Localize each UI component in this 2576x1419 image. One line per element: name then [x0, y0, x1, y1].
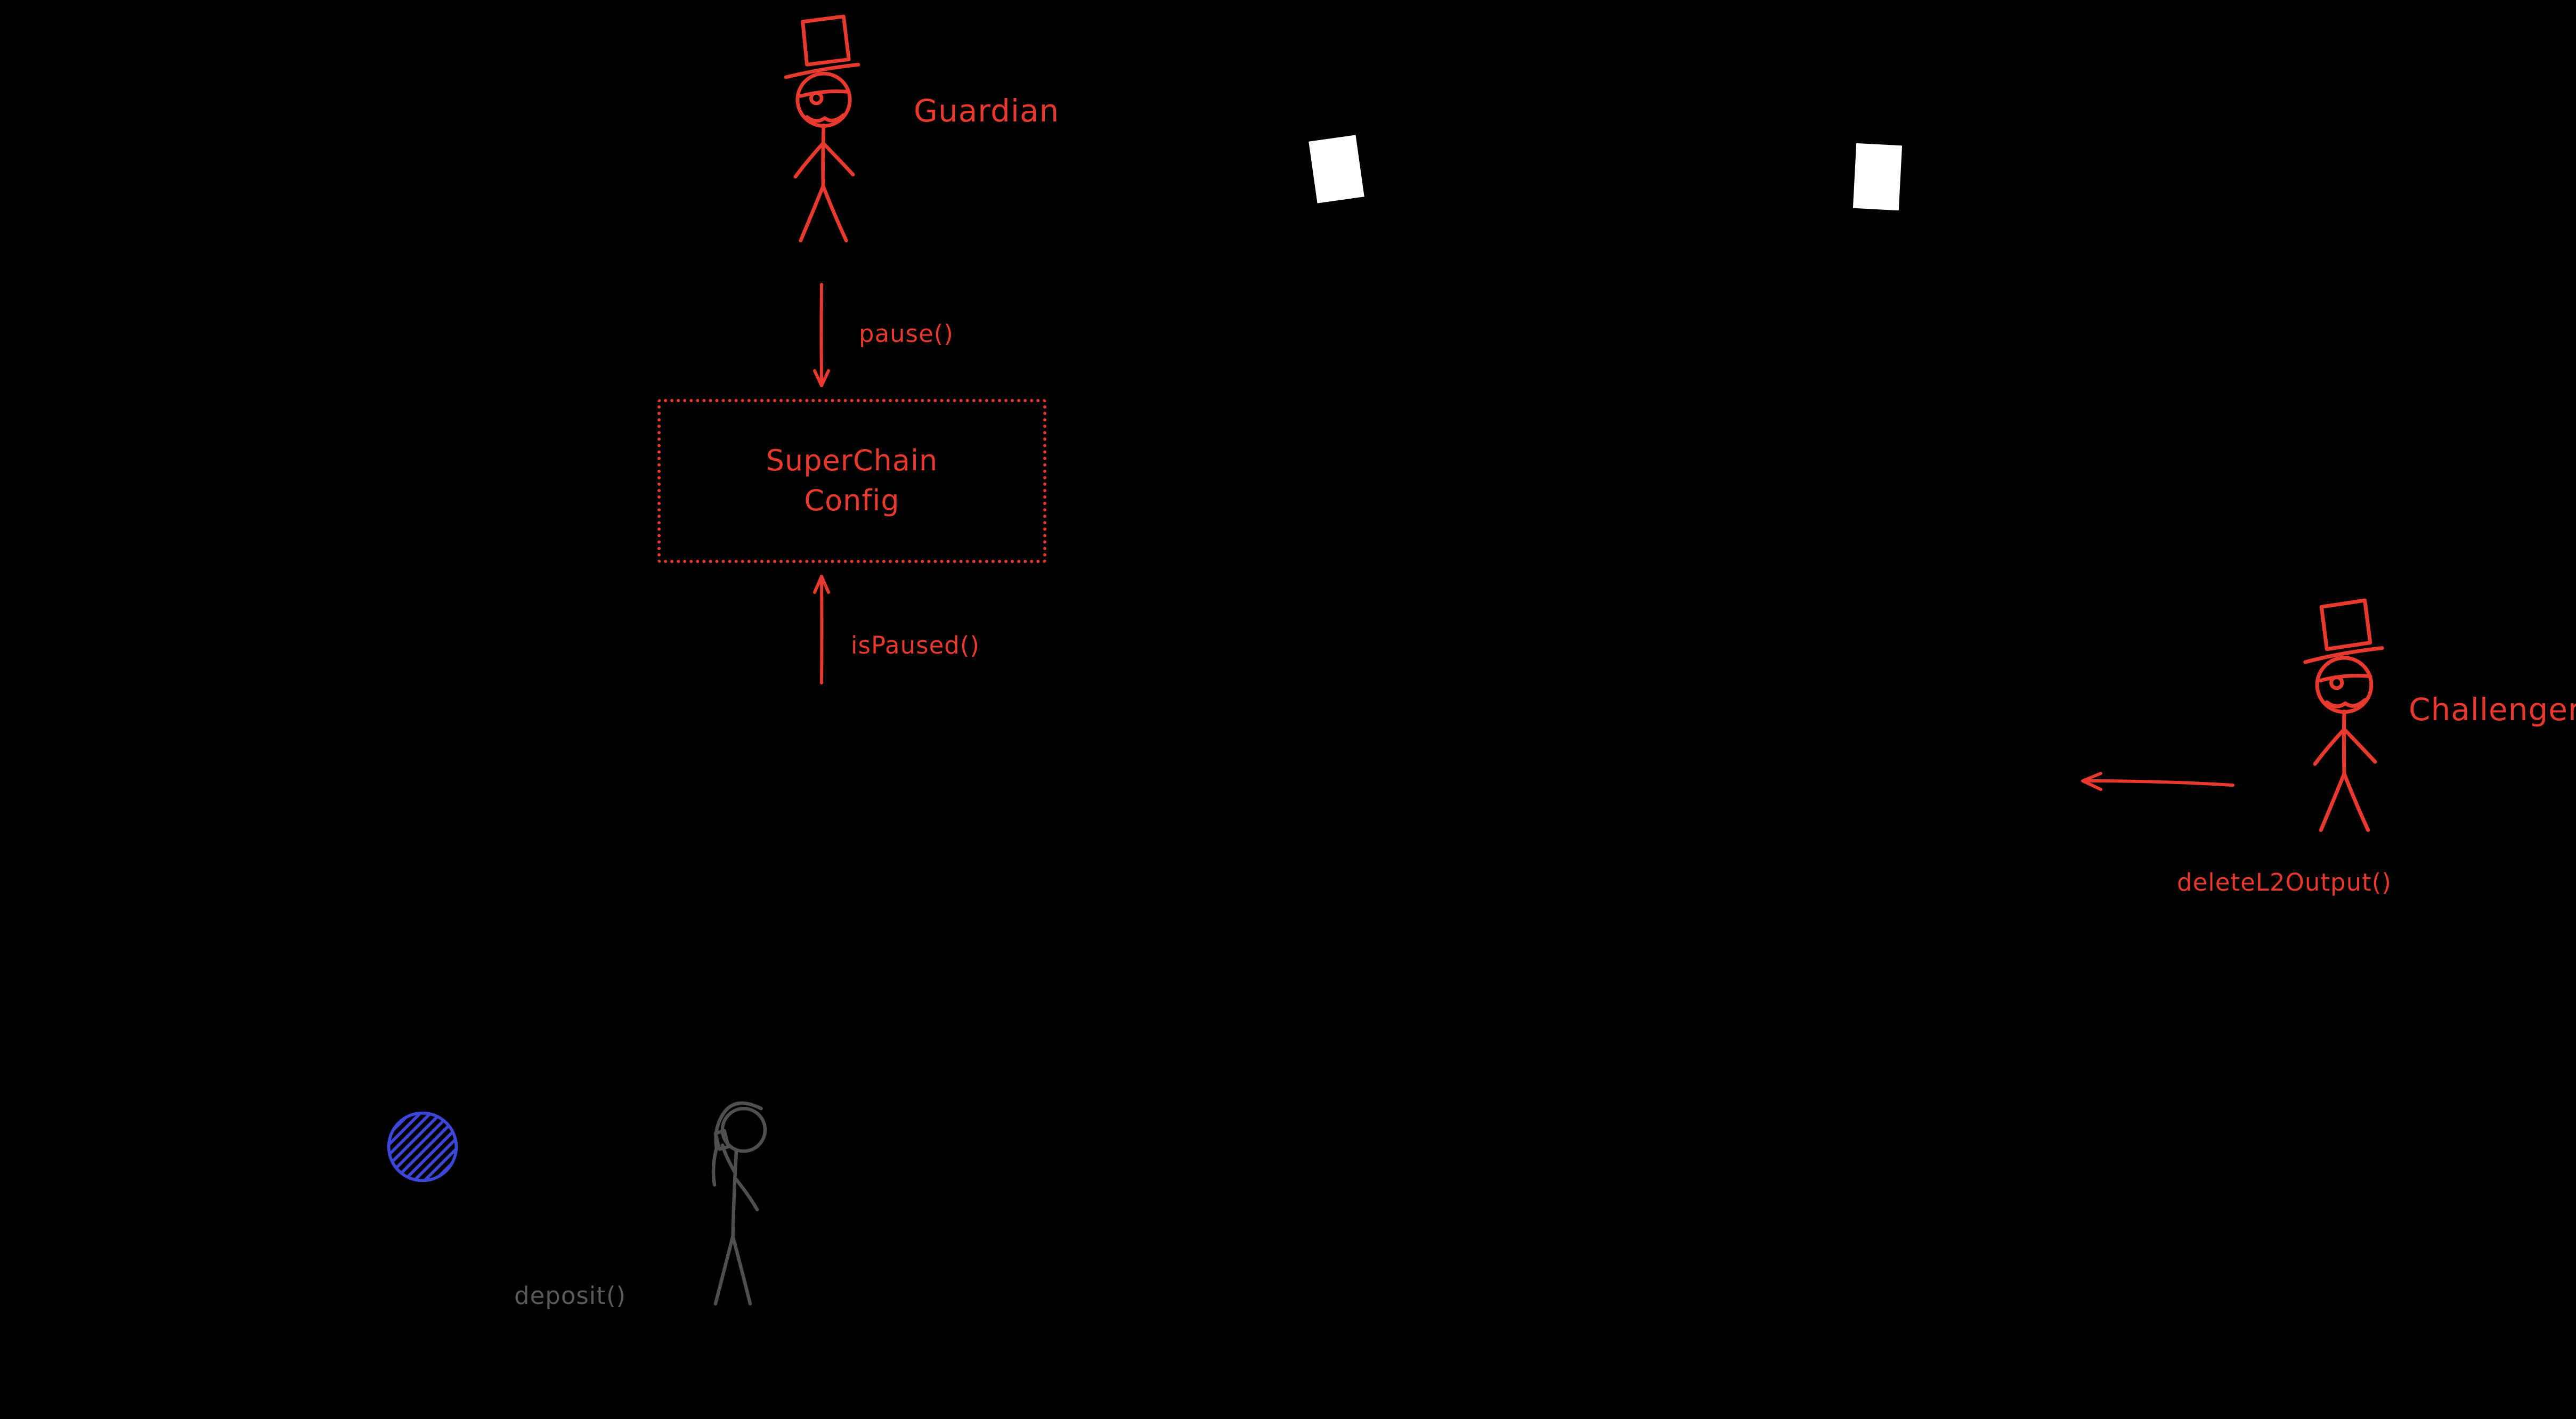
- superchain-config-line1: SuperChain: [766, 444, 938, 478]
- document-icon: [1309, 135, 1364, 203]
- guardian-label: Guardian: [914, 93, 1060, 129]
- guardian-figure-icon: [769, 13, 879, 259]
- superchain-config-line2: Config: [804, 484, 900, 517]
- delete-l2-output-arrow: [2075, 757, 2238, 808]
- document-icon: [1852, 143, 1903, 211]
- delete-l2-output-call-label: deleteL2Output(): [2177, 868, 2392, 896]
- pause-call-label: pause(): [859, 320, 954, 348]
- eth-token-icon: [384, 1108, 461, 1185]
- is-paused-call-label: isPaused(): [851, 631, 980, 659]
- is-paused-arrow: [806, 571, 838, 686]
- challenger-figure-icon: [2289, 596, 2402, 851]
- challenger-label: Challenger: [2409, 691, 2576, 728]
- pause-arrow: [806, 281, 838, 390]
- deposit-call-label: deposit(): [514, 1282, 627, 1310]
- person-with-phone-figure-icon: [687, 1087, 786, 1316]
- superchain-config-node: SuperChain Config: [657, 399, 1046, 563]
